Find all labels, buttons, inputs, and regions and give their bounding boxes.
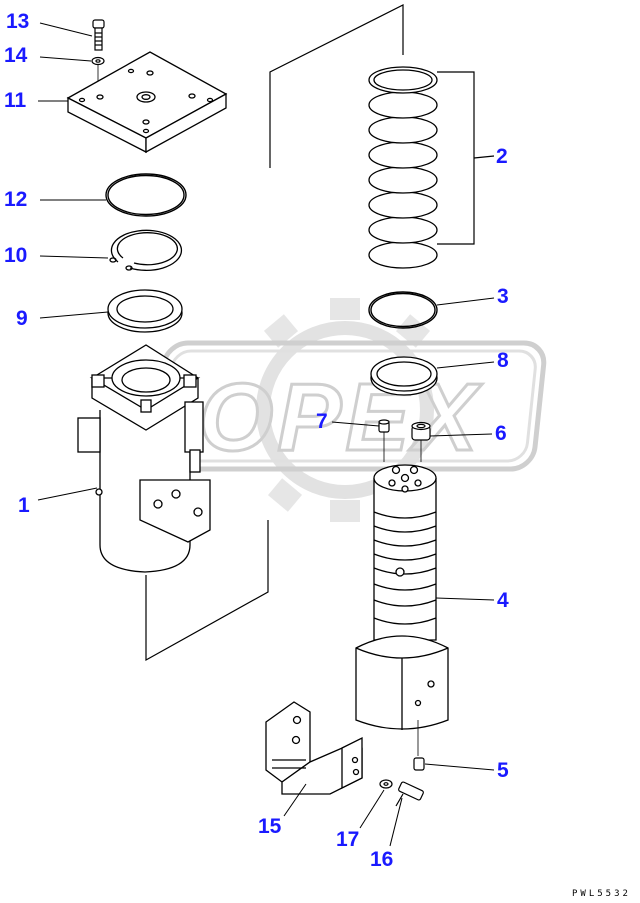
plug-7 xyxy=(378,419,390,462)
swivel-housing-1 xyxy=(77,344,211,573)
callout-10: 10 xyxy=(4,244,28,267)
callout-2: 2 xyxy=(496,145,508,168)
callout-16: 16 xyxy=(370,848,394,871)
swivel-rotor-4 xyxy=(355,464,449,756)
o-ring-12 xyxy=(105,173,187,217)
callout-5: 5 xyxy=(497,759,509,782)
reference-code: PWL5532 xyxy=(572,889,631,899)
bolt-16 xyxy=(395,781,424,807)
washer-17 xyxy=(379,779,393,789)
seal-ring-stack-2 xyxy=(368,66,438,269)
callout-11: 11 xyxy=(4,89,27,112)
callout-7: 7 xyxy=(316,410,328,433)
assembly-lines xyxy=(145,4,404,662)
callout-13: 13 xyxy=(6,10,30,33)
bracket-2 xyxy=(437,71,495,245)
bolt-13 xyxy=(92,19,105,51)
callout-4: 4 xyxy=(497,589,509,612)
bracket-15 xyxy=(265,701,363,795)
callout-1: 1 xyxy=(18,494,30,517)
watermark-logo xyxy=(152,298,547,522)
snap-ring-10 xyxy=(109,229,183,271)
seal-ring-8 xyxy=(370,356,438,396)
callout-14: 14 xyxy=(4,44,28,67)
callout-15: 15 xyxy=(258,815,282,838)
fitting-6 xyxy=(411,421,431,462)
callout-8: 8 xyxy=(497,349,509,372)
seal-ring-9 xyxy=(107,289,183,333)
plug-5 xyxy=(413,757,425,771)
callout-12: 12 xyxy=(4,188,28,211)
o-ring-3 xyxy=(368,291,438,329)
callout-6: 6 xyxy=(495,422,507,445)
callout-3: 3 xyxy=(497,285,509,308)
plate-11 xyxy=(66,51,228,154)
watermark-text: OPEX xyxy=(199,364,483,471)
callout-9: 9 xyxy=(16,307,28,330)
leader-lines xyxy=(37,22,495,847)
callout-17: 17 xyxy=(336,828,360,851)
